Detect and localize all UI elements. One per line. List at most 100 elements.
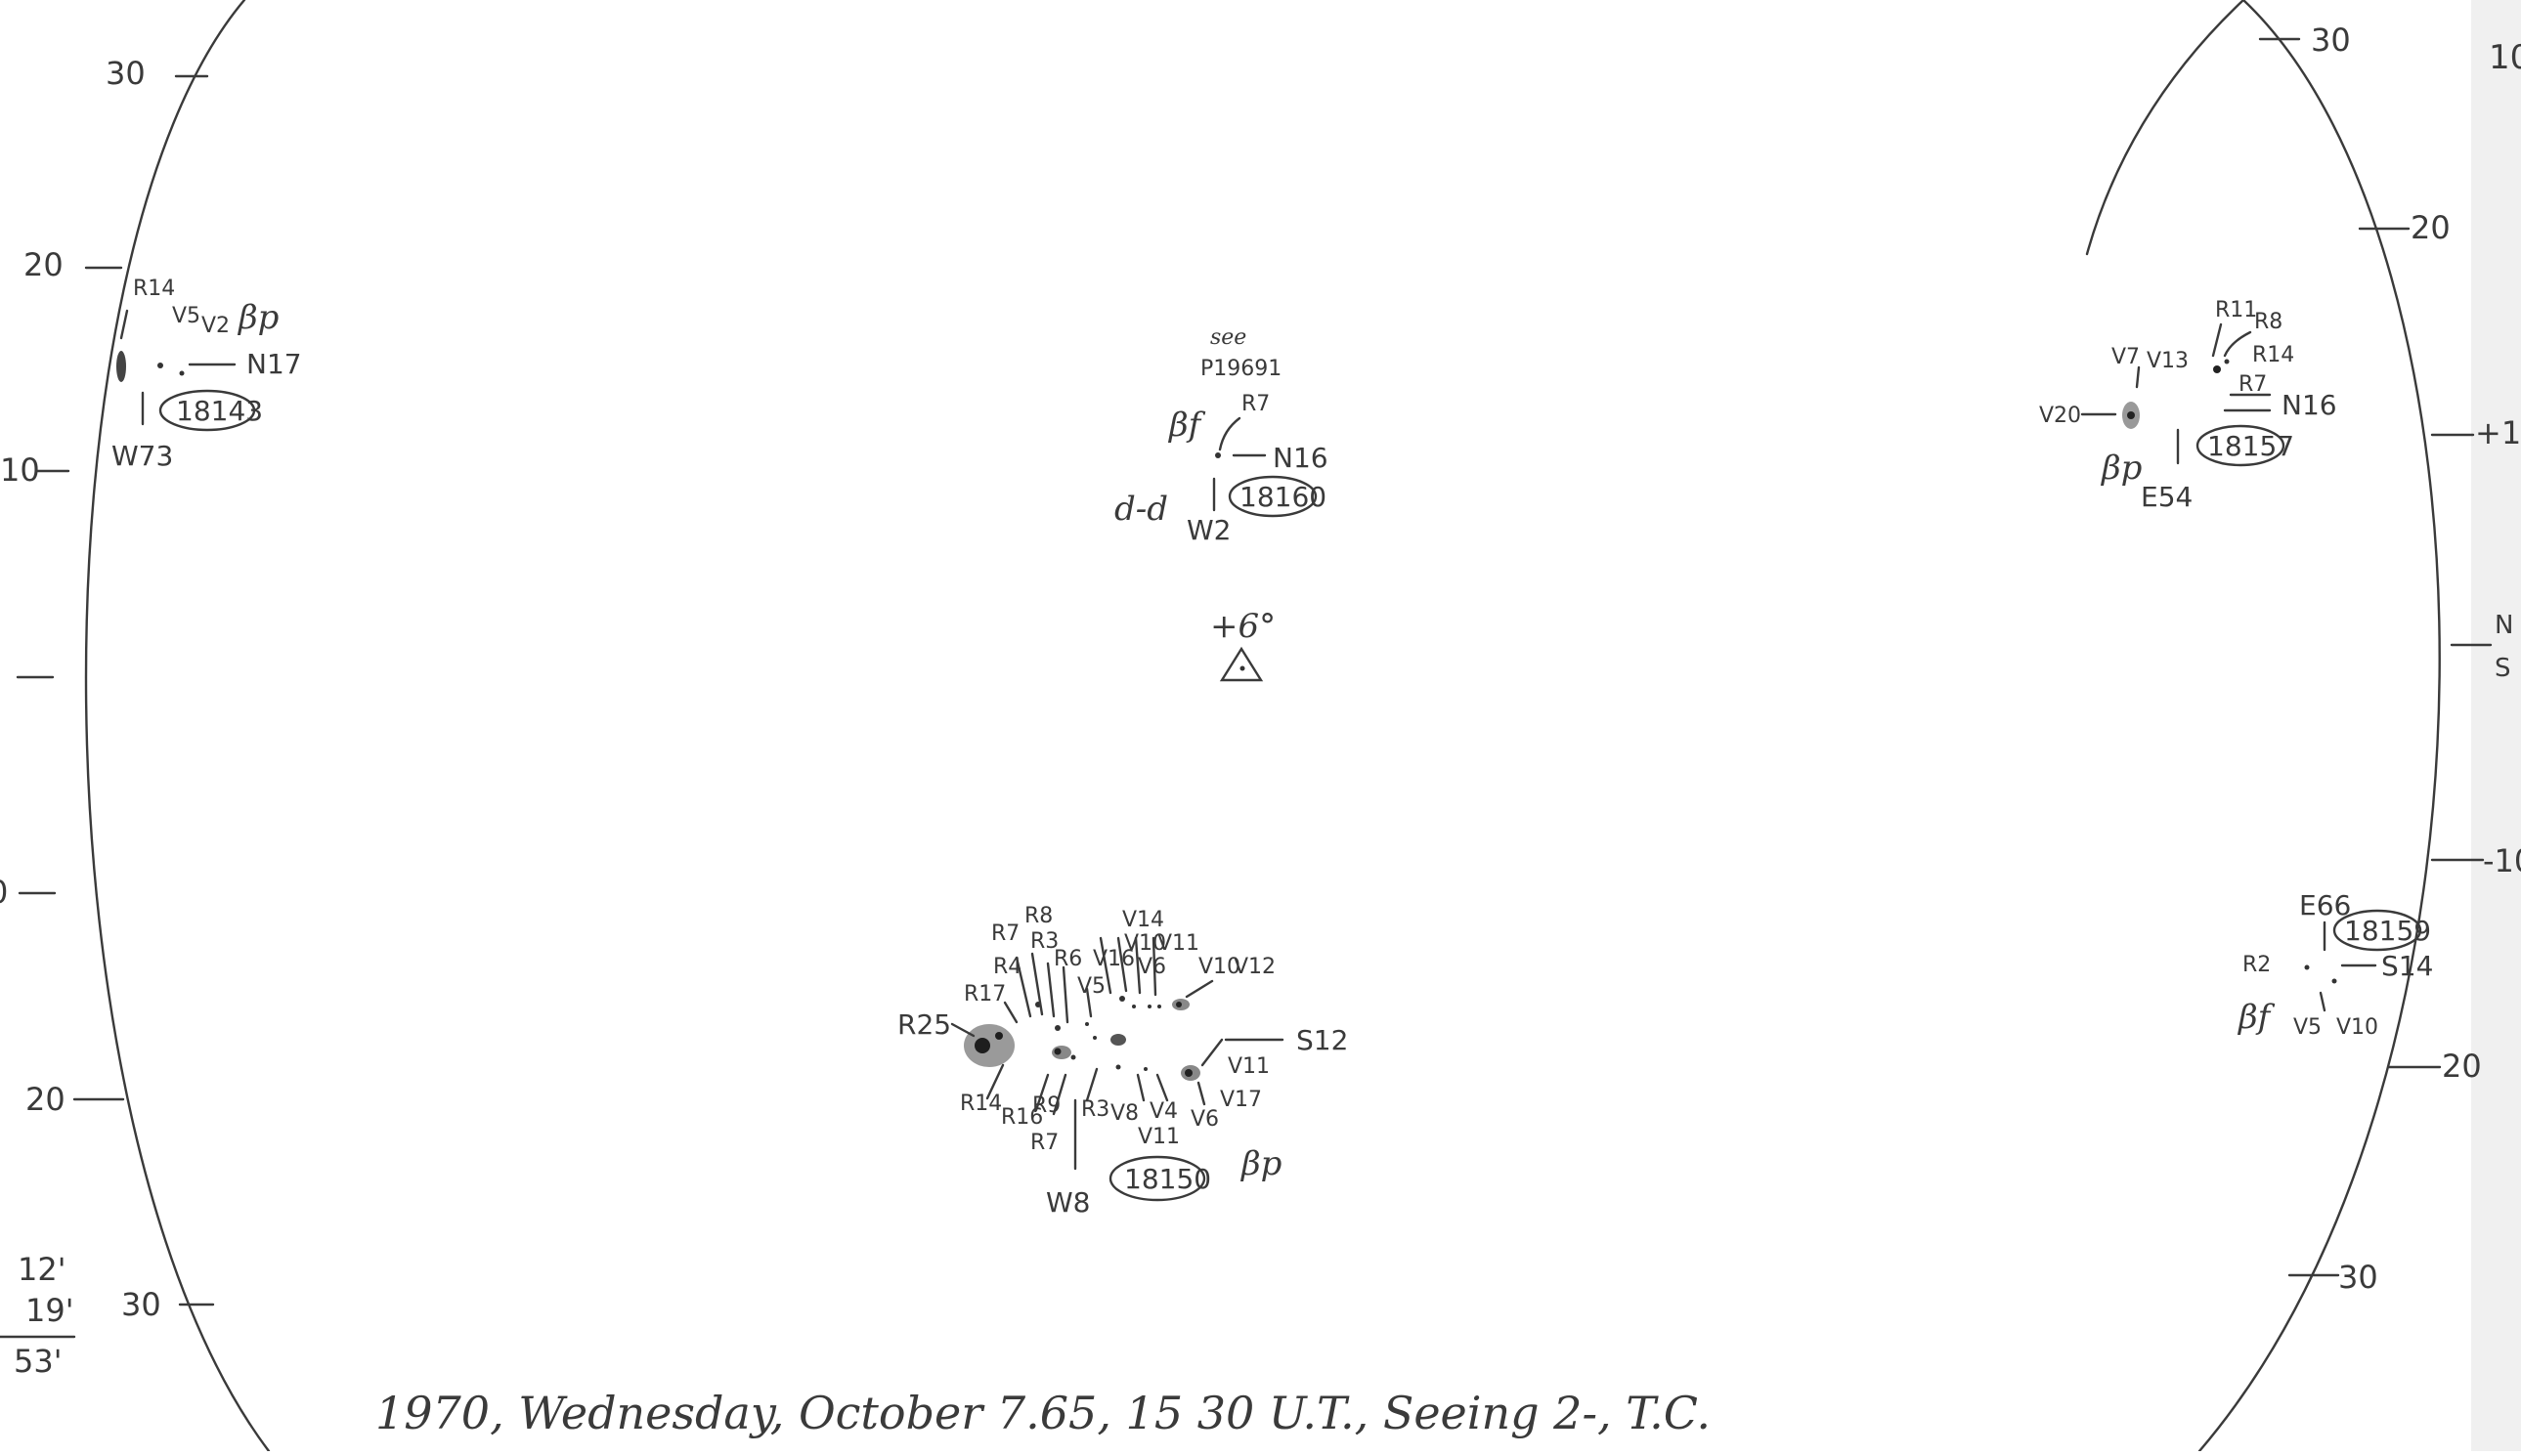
- right-scale-label: 30: [2338, 1259, 2378, 1296]
- leader-line: [1030, 952, 1044, 1016]
- group-note: see: [1210, 325, 1246, 350]
- right-latitude-scale: 30 20 +10 N S -10 20 30 10: [2258, 21, 2521, 1296]
- leader-line: [1052, 1073, 1067, 1116]
- leader-line: [1185, 979, 1214, 999]
- spot-label: R25: [897, 1008, 951, 1041]
- right-scale-label: 20: [2411, 209, 2451, 246]
- group-number: 18150: [1124, 1163, 1211, 1195]
- group-class: βp: [2100, 449, 2142, 488]
- spot-label: V17: [1220, 1088, 1262, 1112]
- right-edge-mark: 10: [2489, 38, 2521, 77]
- leader-line: [1085, 987, 1093, 1018]
- center-triangle: [1219, 646, 1264, 682]
- group-class: βf: [2237, 998, 2276, 1037]
- corner-note: 12': [18, 1251, 66, 1288]
- group-longitude: W8: [1046, 1186, 1091, 1219]
- right-scale-label: +10: [2475, 414, 2521, 451]
- leader-line: [1116, 936, 1128, 993]
- leader-line: [1196, 1081, 1206, 1106]
- spot-label: V20: [2039, 404, 2081, 428]
- right-scale-label: N: [2495, 611, 2513, 640]
- sunspot-dot: [2213, 365, 2221, 373]
- sunspot-group-18159: E66 18159 R2 S14 βf V5 V10: [2237, 889, 2433, 1040]
- spot-label: R3: [1030, 929, 1059, 954]
- group-position: N17: [246, 348, 302, 380]
- group-number-ellipse: [158, 389, 256, 432]
- side-note: d-d: [1114, 490, 1168, 529]
- sunspot-dot: [2304, 964, 2310, 970]
- group-position: S12: [1296, 1024, 1348, 1056]
- leader-line: [2223, 330, 2252, 358]
- left-scale-label: 10: [0, 451, 40, 489]
- center-dot: [1239, 665, 1245, 671]
- leader-line: [1099, 936, 1112, 995]
- sunspot-umbra: [1054, 1048, 1062, 1055]
- group-class: βf: [1167, 406, 1206, 445]
- leader-line: [1218, 416, 1241, 451]
- leader-line: [1136, 1073, 1146, 1102]
- observation-caption: 1970, Wednesday, October 7.65, 15 30 U.T…: [375, 1387, 1711, 1439]
- spot-label: R4: [993, 955, 1021, 979]
- leader-line: [1134, 936, 1142, 995]
- leader-line: [2135, 365, 2141, 389]
- sunspot-group-18143: 18143 N17 W73 βp R14 V5 V2: [111, 277, 302, 472]
- corner-note: 19': [25, 1292, 74, 1329]
- left-latitude-scale: 30 20 10 0 20 30: [0, 55, 215, 1323]
- leader-line: [1062, 965, 1069, 1024]
- spot-label: V11: [1138, 1125, 1180, 1149]
- leader-line: [1034, 1073, 1050, 1112]
- sunspot-dot: [1157, 1005, 1161, 1008]
- sunspot-dot: [157, 363, 163, 368]
- spot-label: R8: [2254, 310, 2282, 334]
- sunspot-dot: [1055, 1025, 1061, 1031]
- sunspot-dot: [1215, 452, 1221, 458]
- leader-line: [2319, 991, 2326, 1012]
- spot-label: R7: [1241, 392, 1270, 416]
- spot-label: R8: [1024, 904, 1053, 928]
- group-number-ellipse: [2332, 909, 2422, 952]
- right-scale-label: S: [2495, 654, 2511, 683]
- sunspot-umbra: [116, 351, 126, 382]
- spot-label: R6: [1054, 947, 1082, 971]
- limb-right-arc: [2085, 0, 2441, 1453]
- page-edge-shadow: [2471, 0, 2521, 1451]
- sunspot-group-18150: S12 18150 W8 βp R7 R8 R3 R4 R6 R17 R25 R…: [897, 904, 1348, 1219]
- spot-label: R16: [1001, 1105, 1043, 1130]
- sunspot-penumbra: [1110, 1034, 1126, 1046]
- leader-line: [985, 1063, 1005, 1100]
- spot-label: R11: [2215, 298, 2257, 322]
- spot-label: R7: [1030, 1131, 1059, 1155]
- spot-label: V10: [2336, 1015, 2378, 1040]
- spot-label: V5: [1077, 974, 1106, 999]
- group-number-ellipse: [1228, 475, 1318, 518]
- corner-note: 53': [14, 1343, 63, 1380]
- spot-label: V2: [201, 314, 230, 338]
- left-scale-label: 0: [0, 874, 8, 911]
- leader-line: [1003, 1001, 1019, 1024]
- group-number: 18159: [2344, 915, 2431, 947]
- sunspot-dot: [1119, 996, 1125, 1002]
- leader-line: [2211, 322, 2223, 358]
- sunspot-dot: [2224, 359, 2230, 364]
- spot-label: R7: [2238, 372, 2267, 397]
- sunspot-umbra: [1185, 1069, 1193, 1077]
- leader-line: [1085, 1067, 1099, 1102]
- left-scale-label: 20: [23, 246, 64, 283]
- sunspot-dot: [1085, 1022, 1089, 1026]
- sunspot-dot: [2331, 978, 2337, 984]
- group-number: 18157: [2207, 430, 2294, 462]
- leader-line: [1046, 962, 1056, 1018]
- sunspot-dot: [1132, 1005, 1136, 1008]
- spot-label: V11: [1228, 1054, 1270, 1079]
- spot-label: V6: [1138, 955, 1166, 979]
- spot-label: V7: [2111, 345, 2140, 369]
- sunspot-umbra: [2127, 411, 2135, 419]
- spot-label: V12: [1234, 955, 1276, 979]
- corner-notes: 12' 19' 53': [0, 1251, 76, 1380]
- spot-label: R7: [991, 921, 1020, 946]
- spot-label: R17: [964, 982, 1006, 1006]
- sunspot-umbra: [995, 1032, 1003, 1040]
- sunspot-group-18157: R11 R8 R14 R7 V7 V13 V20 N16 18157 βp E5…: [2039, 298, 2337, 513]
- sunspot-dot: [1144, 1067, 1148, 1071]
- spot-label: R14: [960, 1092, 1002, 1116]
